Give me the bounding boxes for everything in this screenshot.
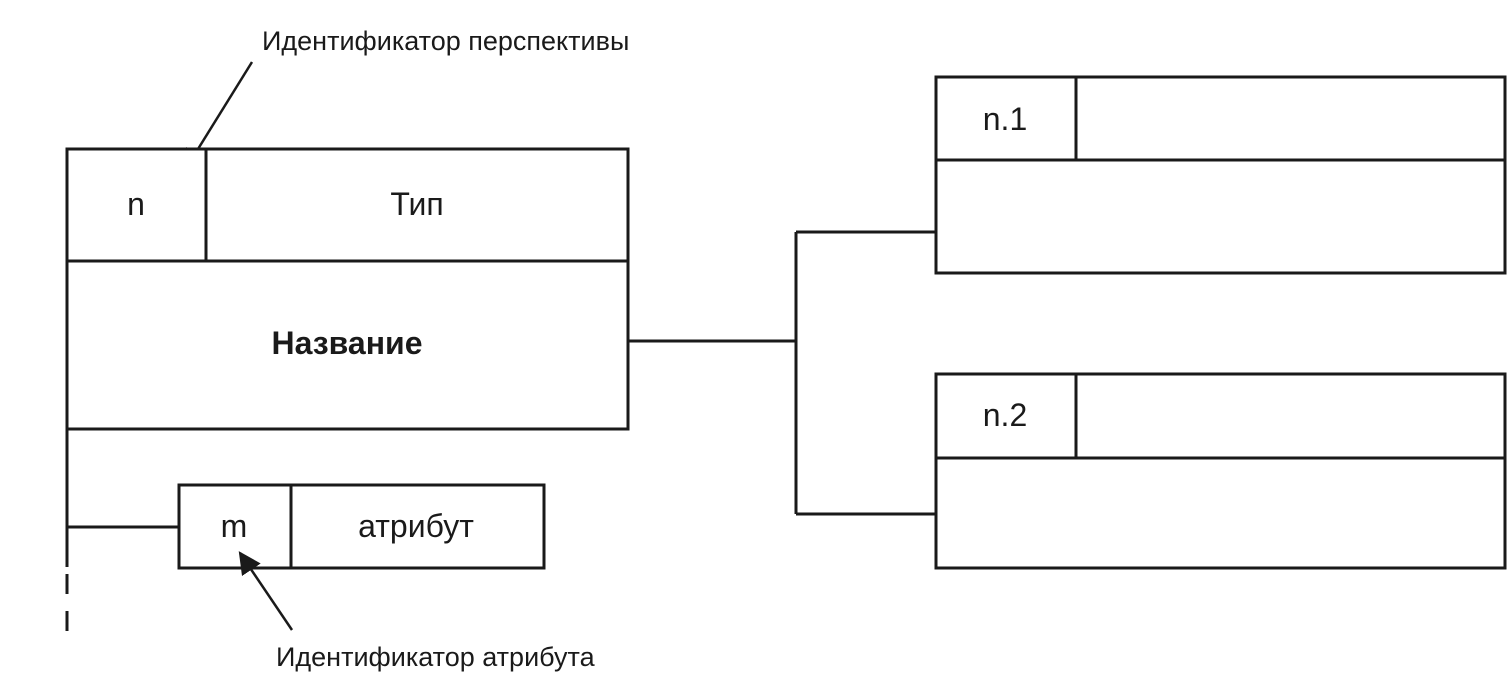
perspective-id-cell: n — [127, 186, 145, 222]
child-box-1-frame — [934, 75, 1507, 275]
child-box-1-id: n.1 — [983, 101, 1027, 137]
annotation-perspective-id: Идентификатор перспективы — [262, 26, 629, 56]
attribute-id-arrow — [238, 551, 294, 631]
child-box-1: n.1 — [934, 75, 1507, 275]
child-box-2-id: n.2 — [983, 397, 1027, 433]
attribute-label-cell: атрибут — [358, 508, 474, 544]
perspective-name-cell: Название — [271, 325, 422, 361]
perspective-box-frame — [65, 147, 630, 431]
attribute-box: m атрибут — [177, 483, 546, 570]
child-box-2: n.2 — [934, 372, 1507, 570]
perspective-type-cell: Тип — [390, 186, 443, 222]
annotation-attribute-id: Идентификатор атрибута — [276, 642, 596, 672]
attribute-id-cell: m — [221, 508, 248, 544]
child-box-2-frame — [934, 372, 1507, 570]
perspective-box: n Тип Название — [65, 147, 630, 431]
